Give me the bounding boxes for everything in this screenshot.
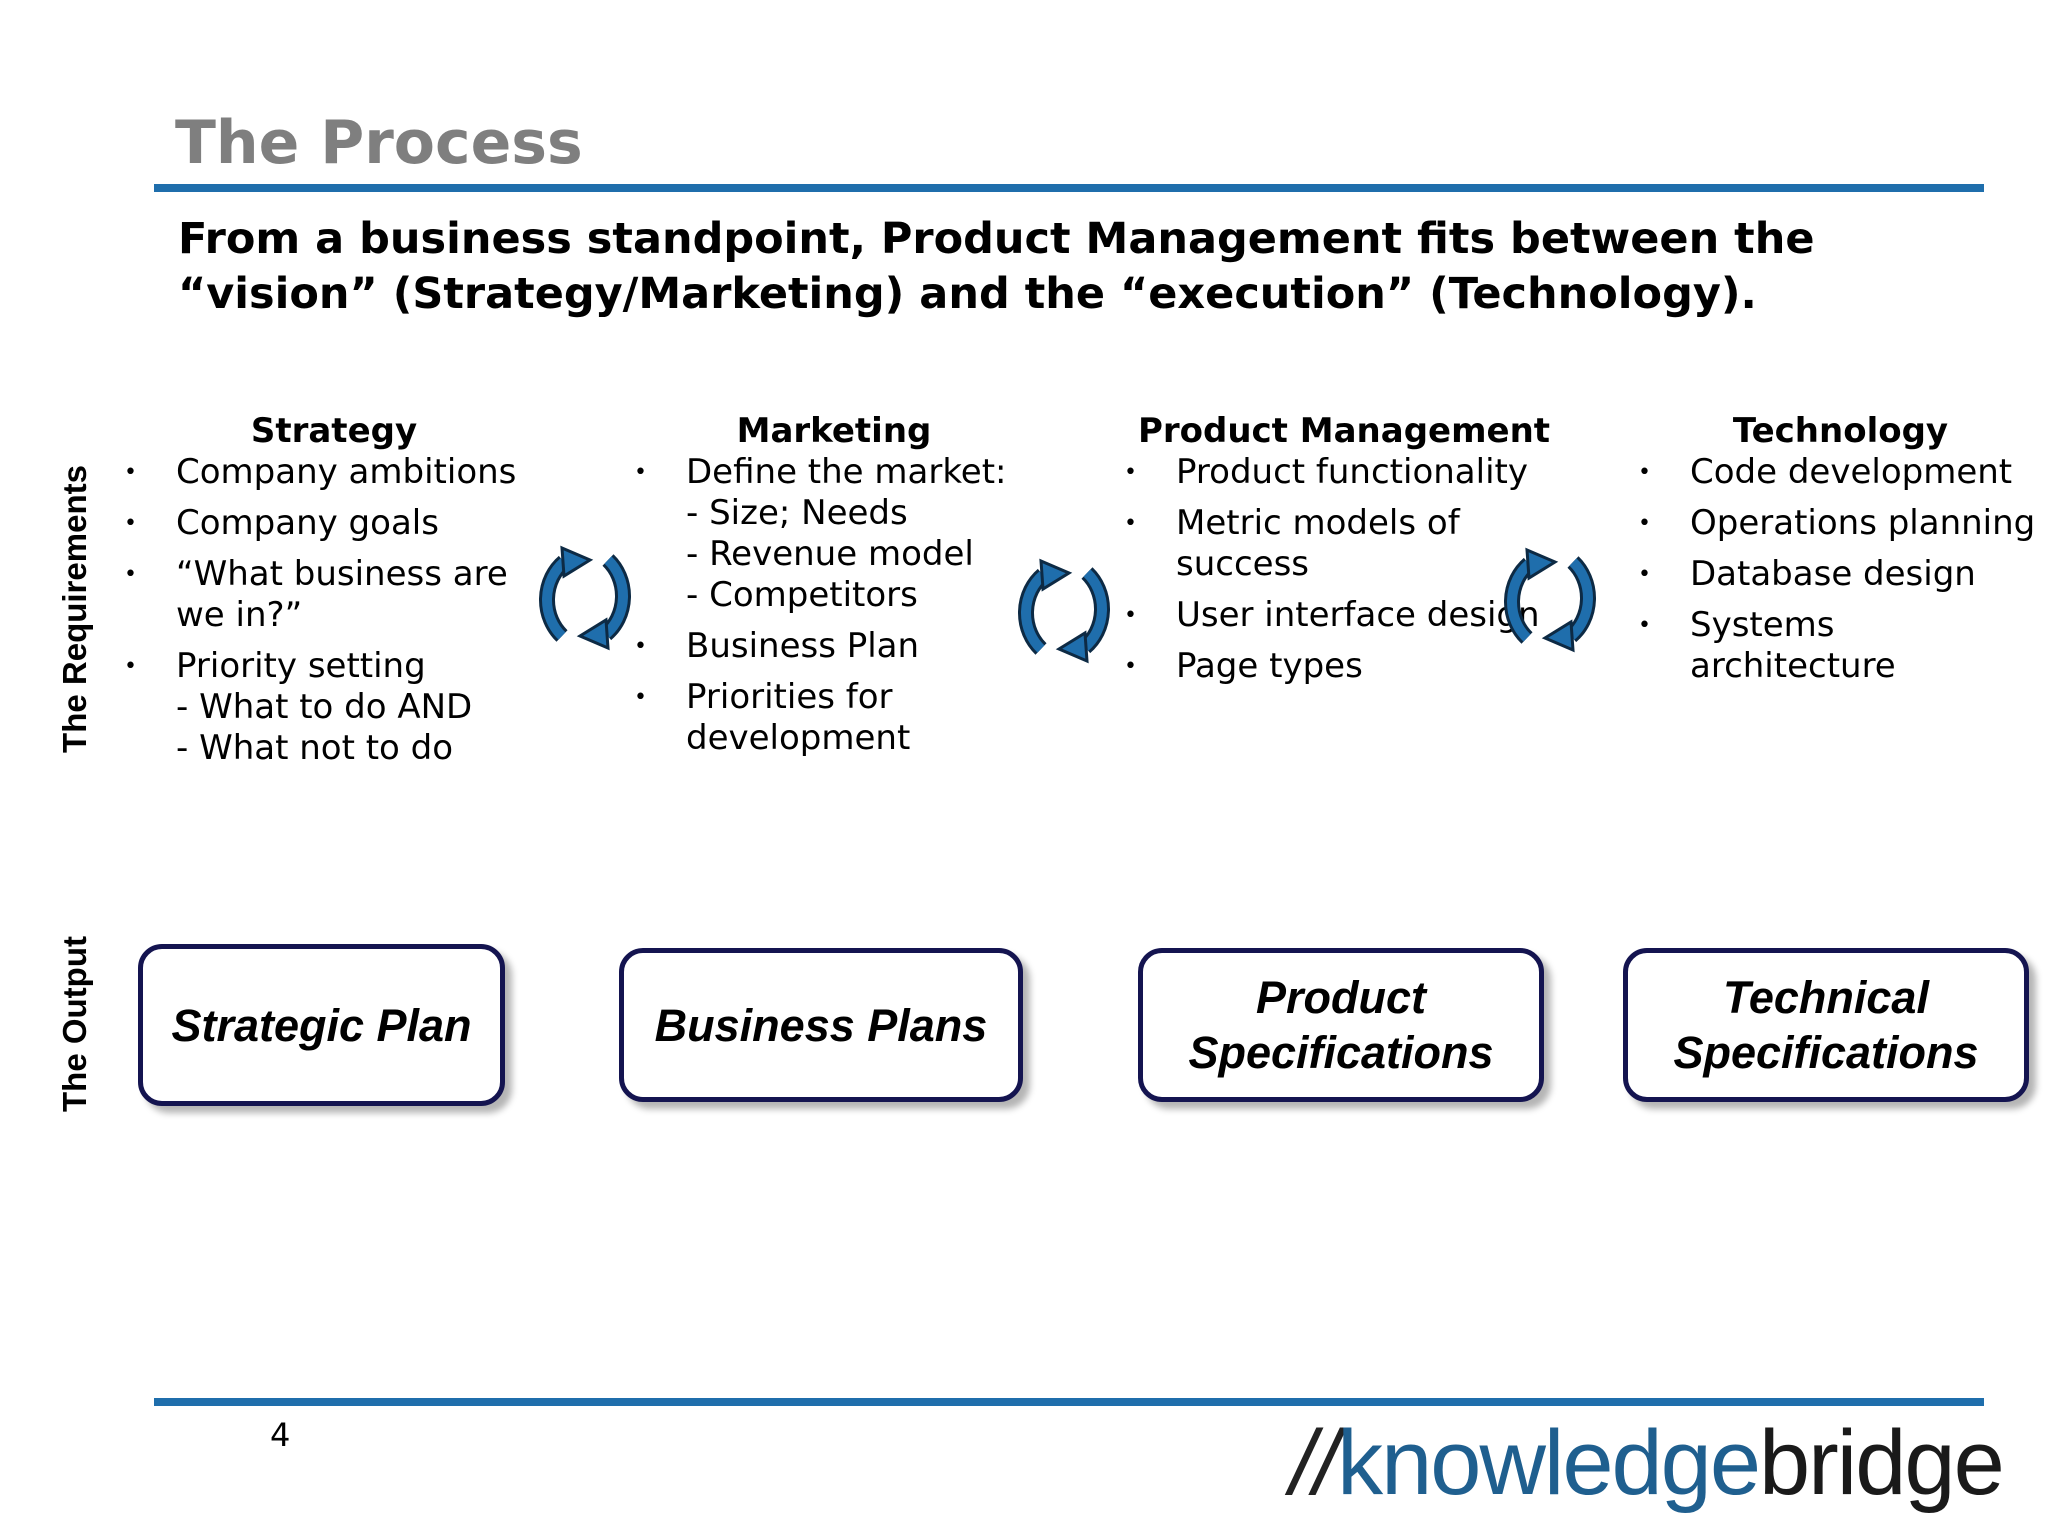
bullet: • (1638, 613, 1651, 638)
bullet: • (1124, 603, 1137, 628)
list-item: • Company goals (124, 503, 544, 544)
list-item: • Code development (1638, 452, 2043, 493)
item-text: Business Plan (686, 626, 920, 666)
list-item: • Metric models of success (1124, 503, 1564, 585)
item-text: Page types (1176, 646, 1363, 686)
item-text: Company goals (176, 503, 439, 543)
bullet: • (1638, 562, 1651, 587)
list-item: • Page types (1124, 646, 1564, 687)
column-heading: Product Management (1137, 411, 1551, 451)
list-item: • Operations planning (1638, 503, 2043, 544)
bottom-divider (154, 1398, 1984, 1406)
list-item: • Define the market: - Size; Needs - Reve… (634, 452, 1034, 616)
bullet: • (634, 634, 647, 659)
column-heading: Marketing (736, 411, 932, 451)
output-label: The Output (56, 936, 93, 1112)
bullet: • (124, 460, 137, 485)
item-text: Code development (1690, 452, 2013, 492)
marketing-column: Marketing • Define the market: - Size; Ne… (634, 370, 1034, 769)
item-text: Priority setting - What to do AND - What… (176, 646, 473, 768)
list-item: • Priorities for development (634, 677, 1034, 759)
item-text: User interface design (1176, 595, 1540, 635)
list-item: • “What business are we in?” (124, 554, 544, 636)
list-item: • Database design (1638, 554, 2043, 595)
column-heading: Technology (1732, 411, 1949, 451)
bullet: • (634, 685, 647, 710)
list-item: • Priority setting - What to do AND - Wha… (124, 646, 544, 769)
item-text: Metric models of success (1176, 503, 1460, 584)
item-text: Company ambitions (176, 452, 517, 492)
cycle-arrows-icon (1504, 547, 1596, 653)
bullet: • (1124, 654, 1137, 679)
list-item: • Company ambitions (124, 452, 544, 493)
technology-column: Technology • Code development • Operations… (1638, 370, 2043, 697)
knowledgebridge-logo: //knowledgebridge (1290, 1408, 2005, 1518)
list-item: • Business Plan (634, 626, 1034, 667)
marketing-list: • Define the market: - Size; Needs - Reve… (634, 452, 1034, 759)
bullet: • (1638, 460, 1651, 485)
bullet: • (1124, 511, 1137, 536)
column-heading: Strategy (250, 411, 418, 451)
item-text: Product functionality (1176, 452, 1528, 492)
cycle-arrows-icon (539, 545, 631, 651)
bullet: • (124, 562, 137, 587)
subtitle: From a business standpoint, Product Mana… (178, 214, 1815, 319)
logo-knowledge: knowledge (1337, 1412, 1761, 1514)
output-box-strategic-plan: Strategic Plan (138, 944, 505, 1106)
page-title: The Process (175, 108, 583, 178)
output-box-business-plans: Business Plans (619, 948, 1023, 1102)
item-text: “What business are we in?” (176, 554, 508, 635)
bullet: • (1638, 511, 1651, 536)
output-box-product-specifications: Product Specifications (1138, 948, 1544, 1102)
item-text: Define the market: - Size; Needs - Reven… (686, 452, 1007, 615)
bullet: • (1124, 460, 1137, 485)
product-management-list: • Product functionality • Metric models of… (1124, 452, 1564, 687)
output-box-technical-specifications: Technical Specifications (1623, 948, 2029, 1102)
technology-list: • Code development • Operations planning •… (1638, 452, 2043, 687)
requirements-label: The Requirements (56, 465, 93, 753)
page-number: 4 (270, 1416, 291, 1454)
logo-bridge: bridge (1759, 1412, 2005, 1514)
top-divider (154, 184, 1984, 192)
list-item: • Product functionality (1124, 452, 1564, 493)
item-text: Operations planning (1690, 503, 2036, 543)
strategy-column: Strategy • Company ambitions • Company goa… (124, 370, 544, 779)
bullet: • (124, 511, 137, 536)
logo-slash: // (1290, 1412, 1339, 1514)
item-text: Priorities for development (686, 677, 911, 758)
item-text: Systems architecture (1690, 605, 1896, 686)
strategy-list: • Company ambitions • Company goals • “What… (124, 452, 544, 769)
cycle-arrows-icon (1018, 558, 1110, 664)
product-management-column: Product Management • Product functionalit… (1124, 370, 1564, 697)
item-text: Database design (1690, 554, 1976, 594)
bullet: • (124, 654, 137, 679)
list-item: • Systems architecture (1638, 605, 2043, 687)
bullet: • (634, 460, 647, 485)
